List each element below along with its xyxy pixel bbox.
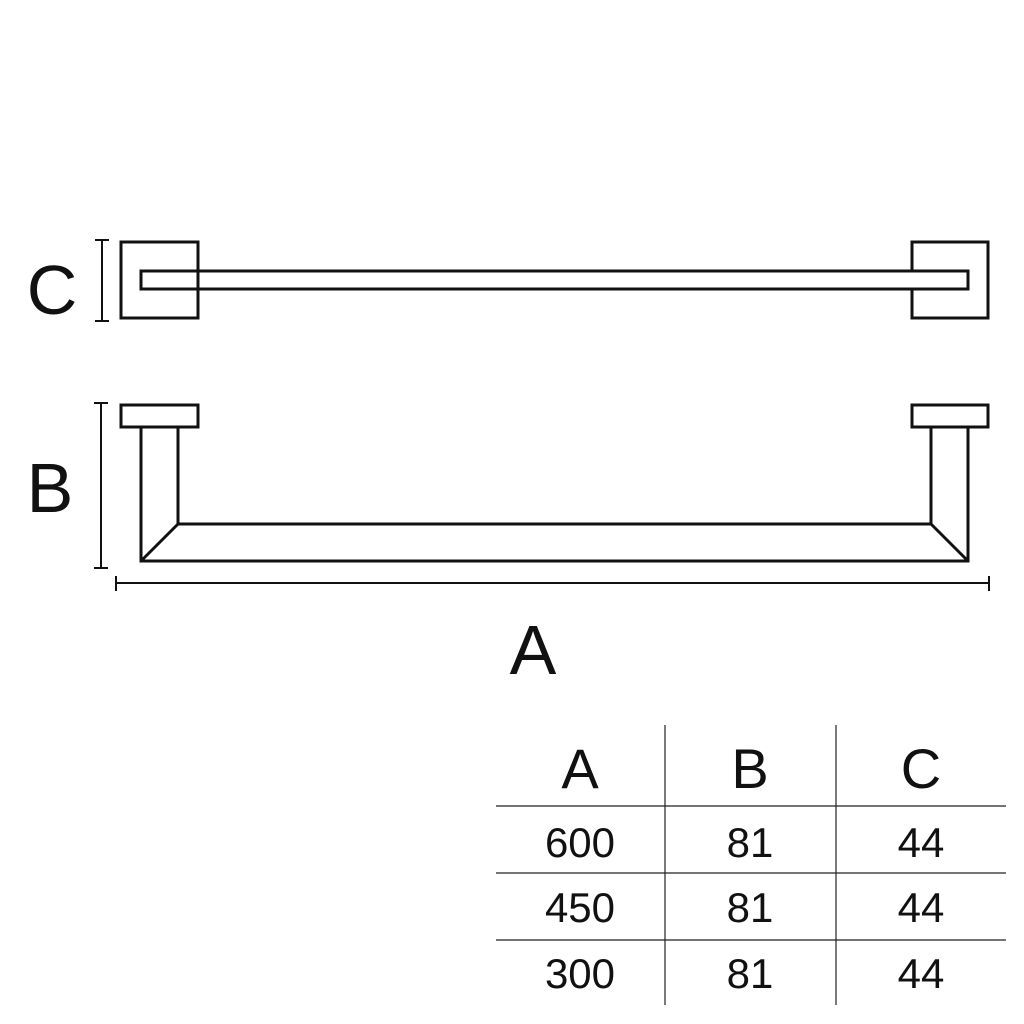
table-cell: 44 <box>898 819 945 866</box>
table-header-b: B <box>731 737 768 800</box>
top-view <box>119 240 990 320</box>
table-cell: 81 <box>727 950 774 997</box>
table-cell: 300 <box>545 950 615 997</box>
rail-outer <box>139 427 970 563</box>
table-cell: 600 <box>545 819 615 866</box>
left-cap <box>119 403 200 429</box>
rail-bar-top <box>139 269 970 291</box>
right-cap <box>910 403 990 429</box>
dimension-c <box>95 239 109 322</box>
dimension-a-label: A <box>510 611 557 689</box>
table-header-c: C <box>901 737 941 800</box>
rail-inner <box>176 427 933 526</box>
dimension-c-label: C <box>27 251 78 329</box>
table-cell: 44 <box>898 884 945 931</box>
table-cell: 81 <box>727 819 774 866</box>
table-header-a: A <box>561 737 599 800</box>
front-view <box>119 403 990 563</box>
dimensions-table: A B C 600 81 44 450 81 44 300 81 44 <box>496 725 1006 1005</box>
dimension-b-label: B <box>27 449 74 527</box>
dimension-b <box>94 402 108 569</box>
table-cell: 81 <box>727 884 774 931</box>
dimension-a <box>115 576 990 591</box>
table-cell: 44 <box>898 950 945 997</box>
table-cell: 450 <box>545 884 615 931</box>
